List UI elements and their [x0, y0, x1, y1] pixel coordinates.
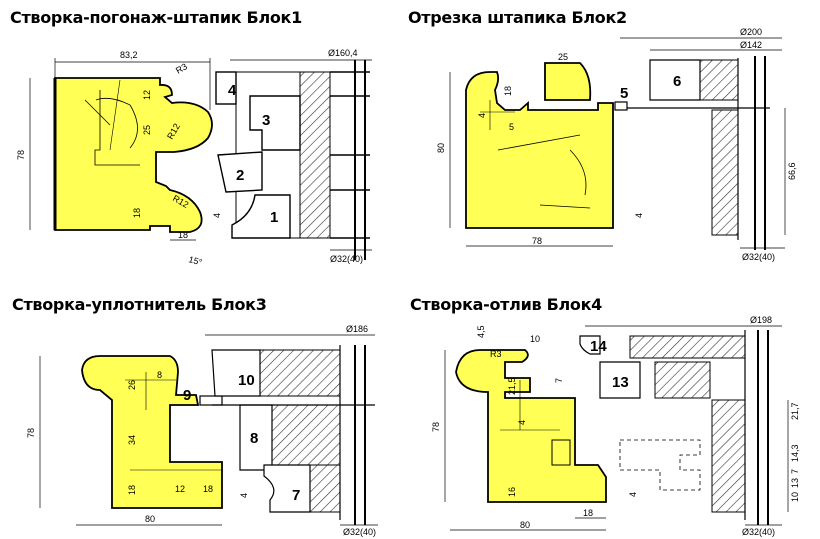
block3-dim-width: 80 [145, 514, 155, 524]
block1-profile [54, 77, 213, 233]
block4-knife-14: 14 [590, 338, 607, 355]
block1-dim-r3: R3 [174, 61, 189, 75]
block3-dim-8: 8 [157, 370, 162, 380]
panel-title-block2: Отрезка штапика Блок2 [408, 8, 627, 27]
block3-dim-18v: 18 [127, 485, 137, 495]
block1-drawing: 83,2 78 R3 12 25 R12 18 R12 18 4 15° 4 3… [16, 48, 372, 268]
block4-dim-diameter: Ø198 [750, 315, 772, 325]
block3-knife-10: 10 [238, 372, 255, 389]
block3-knife-9: 9 [183, 387, 191, 404]
block1-knife-3: 3 [262, 112, 270, 129]
block1-knife-1: 1 [270, 209, 278, 226]
block4-dim-215: 21,5 [507, 377, 517, 395]
block4-drawing: 4,5 R3 10 7 21,5 4 16 4 78 80 18 14 13 Ø… [431, 315, 800, 537]
block2-dim-d200: Ø200 [740, 27, 762, 37]
block1-knife-4: 4 [228, 82, 237, 99]
block1-dim-18h: 18 [178, 230, 188, 240]
block4-dim-16: 16 [507, 487, 517, 497]
block4-dim-4: 4 [517, 420, 527, 425]
block4-dim-217: 21,7 [790, 402, 800, 420]
block2-dim-height: 80 [436, 143, 446, 153]
block1-dim-12: 12 [142, 90, 152, 100]
block3-dim-26: 26 [127, 380, 137, 390]
block4-dim-7b: 7 [790, 469, 800, 474]
block4-dim-shaft: Ø32(40) [742, 527, 775, 537]
block2-strip [544, 62, 592, 101]
block2-knife-6: 6 [673, 73, 681, 90]
block4-dim-4b: 4 [628, 492, 638, 497]
panel-title-block1: Створка-погонаж-штапик Блок1 [10, 8, 302, 27]
block1-dim-width: 83,2 [120, 50, 138, 60]
block2-knife-5: 5 [620, 85, 628, 102]
block4-dim-13: 13 [790, 478, 800, 488]
block3-knife-7: 7 [292, 487, 300, 504]
block3-dim-18h: 18 [203, 484, 213, 494]
block2-dim-5: 5 [509, 122, 514, 132]
block1-dim-25: 25 [142, 125, 152, 135]
block4-dim-18: 18 [583, 508, 593, 518]
block1-dim-diameter: Ø160,4 [328, 48, 358, 58]
block4-knife-13: 13 [612, 374, 629, 391]
block2-dim-width: 78 [532, 236, 542, 246]
block3-dim-height: 78 [26, 428, 36, 438]
block1-dim-angle: 15° [187, 254, 203, 267]
panel-title-block4: Створка-отлив Блок4 [410, 295, 602, 314]
block3-dim-34: 34 [127, 435, 137, 445]
block3-dim-4: 4 [239, 493, 249, 498]
panel-title-block3: Створка-уплотнитель Блок3 [12, 295, 267, 314]
block4-dim-r3: R3 [490, 349, 502, 359]
block2-drawing: 25 18 4 5 80 78 4 5 6 Ø200 Ø142 66,6 Ø32… [436, 27, 797, 262]
block1-dim-shaft: Ø32(40) [330, 254, 363, 264]
block2-dim-25: 25 [558, 52, 568, 62]
block4-dim-7a: 7 [554, 378, 564, 383]
block4-profile [455, 349, 607, 503]
block2-dim-4b: 4 [634, 213, 644, 218]
block2-dim-shaft: Ø32(40) [742, 252, 775, 262]
block4-dim-height: 78 [431, 422, 441, 432]
block1-dim-18v: 18 [132, 208, 142, 218]
block3-dim-12: 12 [175, 484, 185, 494]
block3-drawing: 8 26 34 18 12 18 4 78 80 9 10 8 7 Ø186 Ø… [26, 324, 378, 537]
block2-dim-18: 18 [503, 86, 513, 96]
block3-dim-diameter: Ø186 [346, 324, 368, 334]
block4-dim-10b: 10 [790, 492, 800, 502]
block2-profile [465, 71, 614, 229]
block1-dim-height: 78 [16, 150, 26, 160]
block2-dim-4a: 4 [477, 113, 487, 118]
block1-dim-4: 4 [212, 213, 222, 218]
block4-dim-10: 10 [530, 334, 540, 344]
block3-knife-8: 8 [250, 430, 258, 447]
block3-profile [81, 355, 223, 509]
block3-dim-shaft: Ø32(40) [343, 527, 376, 537]
block2-dim-d142: Ø142 [740, 40, 762, 50]
block2-dim-66: 66,6 [787, 162, 797, 180]
block4-dim-45: 4,5 [476, 325, 486, 338]
block4-dim-143: 14,3 [790, 444, 800, 462]
block4-dim-width: 80 [520, 520, 530, 530]
block1-knife-2: 2 [236, 167, 244, 184]
